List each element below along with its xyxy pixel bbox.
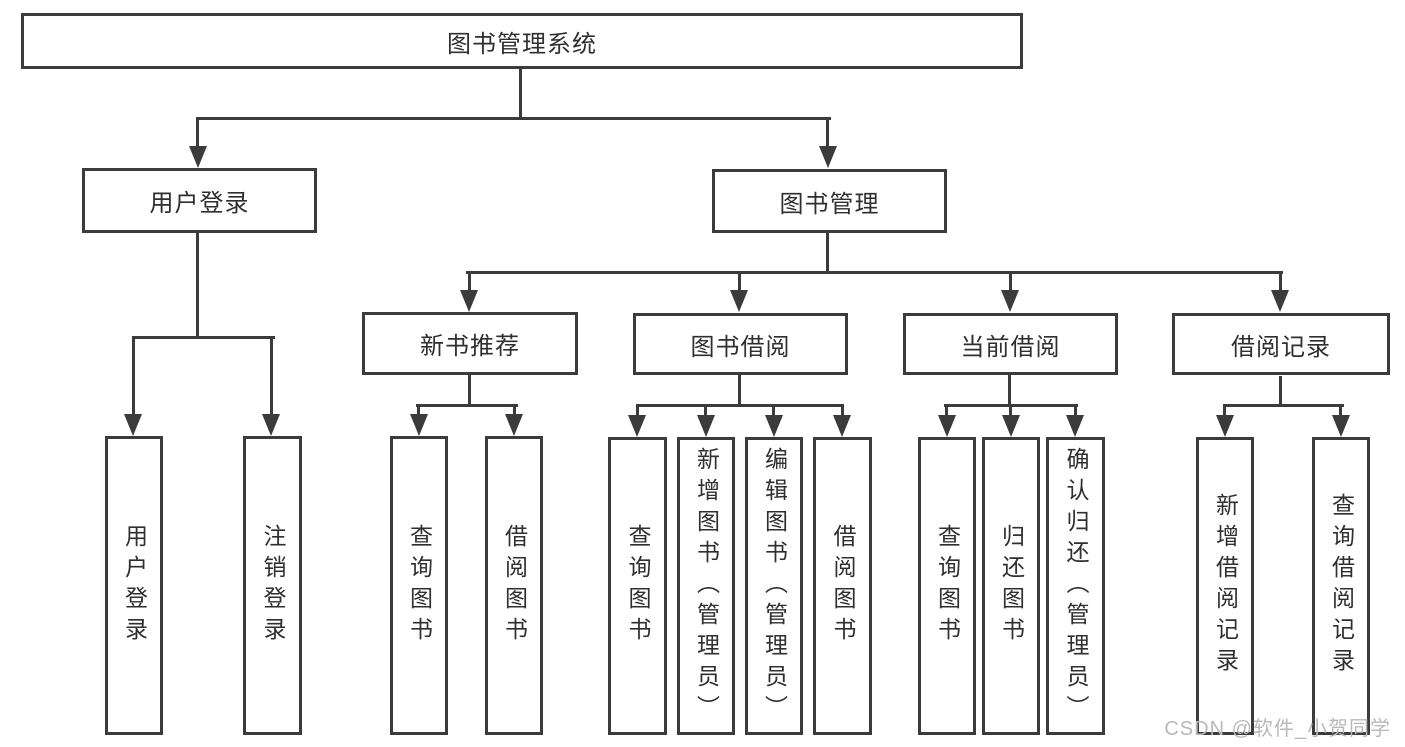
arrow-down-icon	[1066, 415, 1084, 437]
arrow-down-icon	[460, 290, 478, 312]
edge-line	[1009, 271, 1012, 293]
node-borrow-records: 借阅记录	[1172, 313, 1390, 375]
edge-line	[513, 404, 516, 416]
leaf-query-books-recommend: 查询图书	[390, 436, 448, 735]
edge-line	[636, 404, 844, 407]
edge-line	[1279, 376, 1282, 407]
leaf-label: 借阅图书	[501, 523, 528, 648]
leaf-label: 新增借阅记录	[1212, 493, 1239, 679]
leaf-edit-books-admin: 编辑图书（管理员）	[745, 437, 803, 735]
edge-line	[132, 336, 275, 339]
edge-line	[196, 117, 199, 150]
leaf-return-books: 归还图书	[982, 437, 1040, 735]
leaf-label: 归还图书	[998, 524, 1025, 648]
arrow-down-icon	[1001, 290, 1019, 312]
edge-line	[945, 404, 948, 416]
edge-line	[1074, 404, 1077, 416]
edge-line	[1279, 271, 1282, 293]
leaf-label: 用户登录	[121, 523, 148, 648]
arrow-down-icon	[819, 146, 837, 168]
edge-line	[270, 336, 273, 418]
edge-line	[826, 233, 829, 274]
edge-line	[468, 271, 471, 293]
arrow-down-icon	[1002, 415, 1020, 437]
edge-line	[1223, 404, 1344, 407]
node-user-login: 用户登录	[82, 168, 317, 233]
edge-line	[826, 117, 829, 150]
edge-line	[1339, 404, 1342, 416]
edge-line	[1223, 404, 1226, 416]
arrow-down-icon	[505, 414, 523, 436]
leaf-user-login: 用户登录	[105, 436, 163, 735]
csdn-watermark: CSDN @软件_小贺同学	[1164, 718, 1391, 740]
edge-line	[1009, 404, 1012, 416]
leaf-query-borrow-record: 查询借阅记录	[1312, 437, 1370, 735]
edge-line	[841, 404, 844, 416]
edge-line	[466, 271, 1283, 274]
leaf-label: 查询图书	[625, 524, 651, 648]
edge-line	[196, 117, 831, 120]
node-library-system: 图书管理系统	[21, 13, 1023, 69]
leaf-label: 查询图书	[934, 524, 961, 648]
node-book-management: 图书管理	[712, 169, 947, 233]
leaf-add-books-admin: 新增图书（管理员）	[677, 437, 735, 735]
arrow-down-icon	[124, 414, 142, 436]
leaf-label: 注销登录	[260, 523, 286, 648]
edge-line	[772, 404, 775, 416]
leaf-label: 确认归还（管理员）	[1063, 446, 1089, 726]
leaf-borrow-books-recommend: 借阅图书	[485, 436, 543, 735]
arrow-down-icon	[697, 415, 715, 437]
arrow-down-icon	[938, 415, 956, 437]
node-book-borrow: 图书借阅	[633, 313, 848, 375]
leaf-label: 新增图书（管理员）	[693, 446, 720, 726]
edge-line	[196, 233, 199, 339]
arrow-down-icon	[730, 290, 748, 312]
node-current-borrow: 当前借阅	[903, 313, 1118, 375]
edge-line	[738, 375, 741, 407]
arrow-down-icon	[833, 415, 851, 437]
leaf-label: 查询借阅记录	[1328, 493, 1355, 679]
leaf-logout: 注销登录	[243, 436, 302, 735]
leaf-label: 编辑图书（管理员）	[761, 446, 788, 726]
arrow-down-icon	[765, 415, 783, 437]
leaf-label: 查询图书	[406, 523, 433, 648]
leaf-query-books-current: 查询图书	[918, 437, 976, 735]
edge-line	[1008, 375, 1011, 407]
arrow-down-icon	[1271, 290, 1289, 312]
arrow-down-icon	[262, 414, 280, 436]
arrow-down-icon	[189, 146, 207, 168]
edge-line	[519, 66, 522, 120]
node-new-book-recommend: 新书推荐	[362, 312, 578, 375]
edge-line	[704, 404, 707, 416]
leaf-borrow-books: 借阅图书	[813, 437, 872, 735]
leaf-add-borrow-record: 新增借阅记录	[1196, 437, 1254, 735]
arrow-down-icon	[628, 415, 646, 437]
leaf-confirm-return-admin: 确认归还（管理员）	[1046, 437, 1105, 735]
edge-line	[417, 404, 420, 416]
edge-line	[636, 404, 639, 416]
edge-line	[416, 404, 518, 407]
edge-line	[468, 375, 471, 407]
leaf-label: 借阅图书	[830, 524, 856, 648]
edge-line	[132, 336, 135, 418]
arrow-down-icon	[1332, 415, 1350, 437]
arrow-down-icon	[410, 414, 428, 436]
arrow-down-icon	[1216, 415, 1234, 437]
leaf-query-books-borrow: 查询图书	[608, 437, 667, 735]
edge-line	[738, 271, 741, 293]
